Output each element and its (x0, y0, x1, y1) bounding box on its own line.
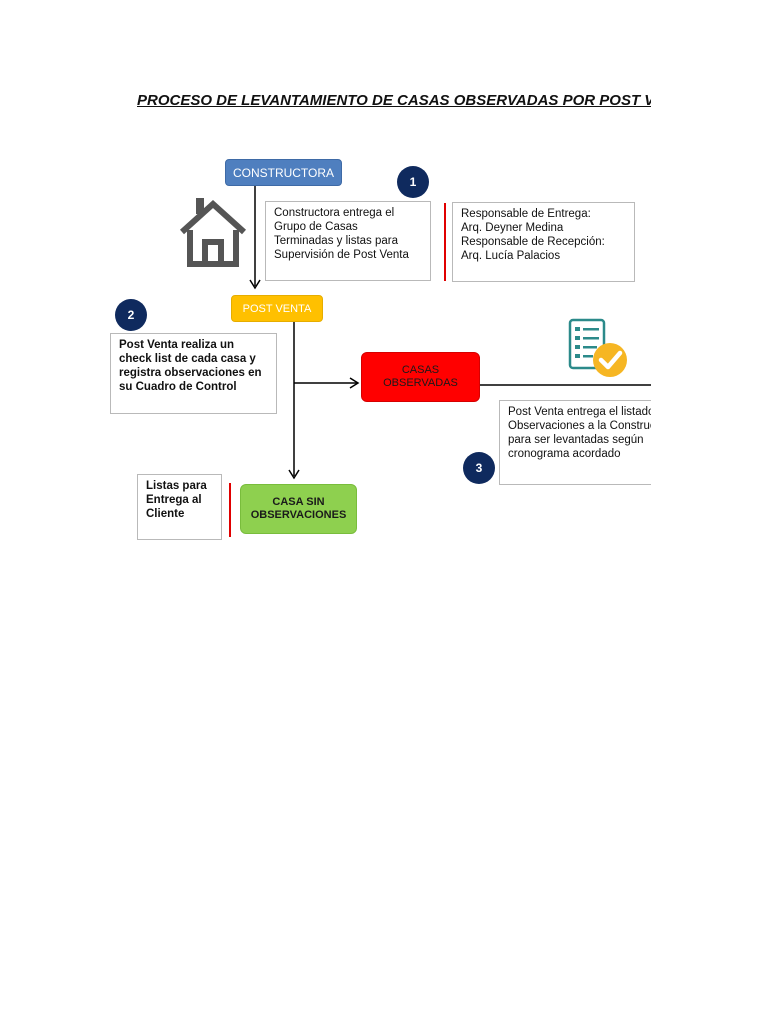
step-2-badge: 2 (115, 299, 147, 331)
checklist-icon (567, 317, 631, 386)
step-2-description: Post Venta realiza un check list de cada… (110, 333, 277, 414)
connector-lines (249, 186, 651, 480)
diagram-canvas: PROCESO DE LEVANTAMIENTO DE CASAS OBSERV… (110, 92, 651, 540)
node-post-venta: POST VENTA (231, 295, 323, 322)
node-casas-observadas: CASAS OBSERVADAS (361, 352, 480, 402)
step-3-badge: 3 (463, 452, 495, 484)
page-title: PROCESO DE LEVANTAMIENTO DE CASAS OBSERV… (137, 92, 651, 109)
step-3-description: Post Venta entrega el listado de Observa… (499, 400, 651, 485)
arrowhead-postventa (249, 279, 261, 290)
node-casa-sin-observaciones: CASA SIN OBSERVACIONES (240, 484, 357, 534)
arrowhead-casasin (288, 469, 300, 480)
step-1-description: Constructora entrega el Grupo de Casas T… (265, 201, 431, 281)
divider-line (444, 203, 446, 281)
listas-entrega-box: Listas para Entrega al Cliente (137, 474, 222, 540)
house-icon (176, 196, 250, 273)
step-1-badge: 1 (397, 166, 429, 198)
arrowhead-casasobs (349, 377, 360, 389)
divider-line (229, 483, 231, 537)
responsables-box: Responsable de Entrega: Arq. Deyner Medi… (452, 202, 635, 282)
node-constructora: CONSTRUCTORA (225, 159, 342, 186)
